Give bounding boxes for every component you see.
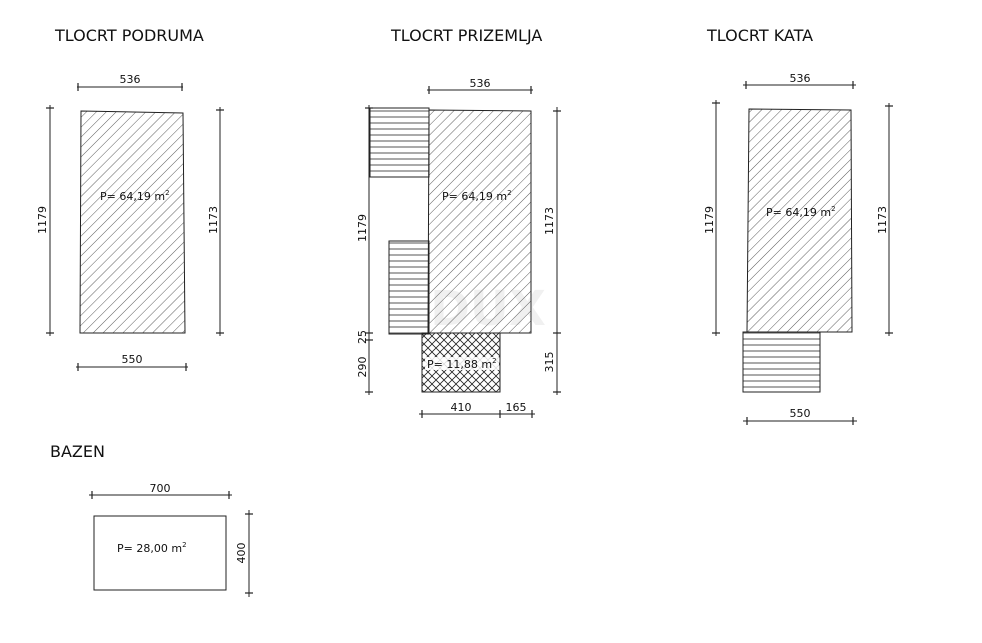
terrace-side xyxy=(388,240,430,335)
svg-text:1179: 1179 xyxy=(356,214,369,242)
dimension-top: 536 xyxy=(427,77,533,94)
floor-area-hatched xyxy=(746,108,853,333)
dimension-right: 1173 xyxy=(876,103,893,336)
plan-kat: TLOCRT KATA 536 P= 64,19 m2 1179 1173 55… xyxy=(703,26,893,425)
plan-bazen: BAZEN 700 P= 28,00 m2 400 xyxy=(50,442,253,597)
svg-text:550: 550 xyxy=(122,353,143,366)
plan-title: BAZEN xyxy=(50,442,105,461)
svg-text:25: 25 xyxy=(356,330,369,344)
svg-text:410: 410 xyxy=(451,401,472,414)
svg-text:165: 165 xyxy=(506,401,527,414)
plan-title: TLOCRT KATA xyxy=(706,26,813,45)
floor-area-hatched xyxy=(79,110,186,334)
dimension-bottom: 550 xyxy=(743,407,857,425)
dimension-bottom: 410 165 xyxy=(419,401,535,418)
svg-text:DUX: DUX xyxy=(430,281,546,337)
dimension-top: 700 xyxy=(89,482,232,499)
dimension-right: 1173 315 xyxy=(543,107,561,395)
svg-text:290: 290 xyxy=(356,357,369,378)
area-label: P= 28,00 m2 xyxy=(117,541,187,555)
dimension-top: 536 xyxy=(743,72,856,89)
area-label: P= 64,19 m2 xyxy=(766,205,836,219)
svg-text:1173: 1173 xyxy=(876,206,889,234)
svg-text:550: 550 xyxy=(790,407,811,420)
area-label-terrace: P= 11,88 m2 xyxy=(427,357,497,371)
plan-title: TLOCRT PODRUMA xyxy=(54,26,204,45)
dimension-bottom: 550 xyxy=(76,353,188,371)
area-label: P= 64,19 m2 xyxy=(100,189,170,203)
dimension-right: 1173 xyxy=(207,107,224,336)
pool-outline xyxy=(93,515,227,591)
svg-text:536: 536 xyxy=(790,72,811,85)
svg-text:1173: 1173 xyxy=(207,206,220,234)
svg-text:315: 315 xyxy=(543,352,556,373)
svg-text:400: 400 xyxy=(235,543,248,564)
svg-text:536: 536 xyxy=(470,77,491,90)
dimension-top: 536 xyxy=(77,73,183,91)
svg-text:1179: 1179 xyxy=(36,206,49,234)
plan-podrum: TLOCRT PODRUMA 536 P= 64,19 m2 1179 1173… xyxy=(36,26,224,371)
area-label-main: P= 64,19 m2 xyxy=(442,189,512,203)
svg-text:1179: 1179 xyxy=(703,206,716,234)
plan-title: TLOCRT PRIZEMLJA xyxy=(390,26,542,45)
dimension-right: 400 xyxy=(235,510,253,597)
floor-area-hatched xyxy=(427,109,532,334)
terrace-upper xyxy=(369,107,430,178)
dimension-left: 1179 xyxy=(703,100,720,336)
watermark-logo: DUX xyxy=(430,281,546,337)
dimension-left: 1179 xyxy=(36,105,54,336)
svg-text:536: 536 xyxy=(120,73,141,86)
dimension-left: 1179 25 290 xyxy=(356,105,373,395)
terrace xyxy=(742,331,821,393)
plan-prizemlje: TLOCRT PRIZEMLJA 536 P= 64,19 m2 P= 11,8… xyxy=(356,26,561,418)
svg-text:1173: 1173 xyxy=(543,207,556,235)
svg-text:700: 700 xyxy=(150,482,171,495)
